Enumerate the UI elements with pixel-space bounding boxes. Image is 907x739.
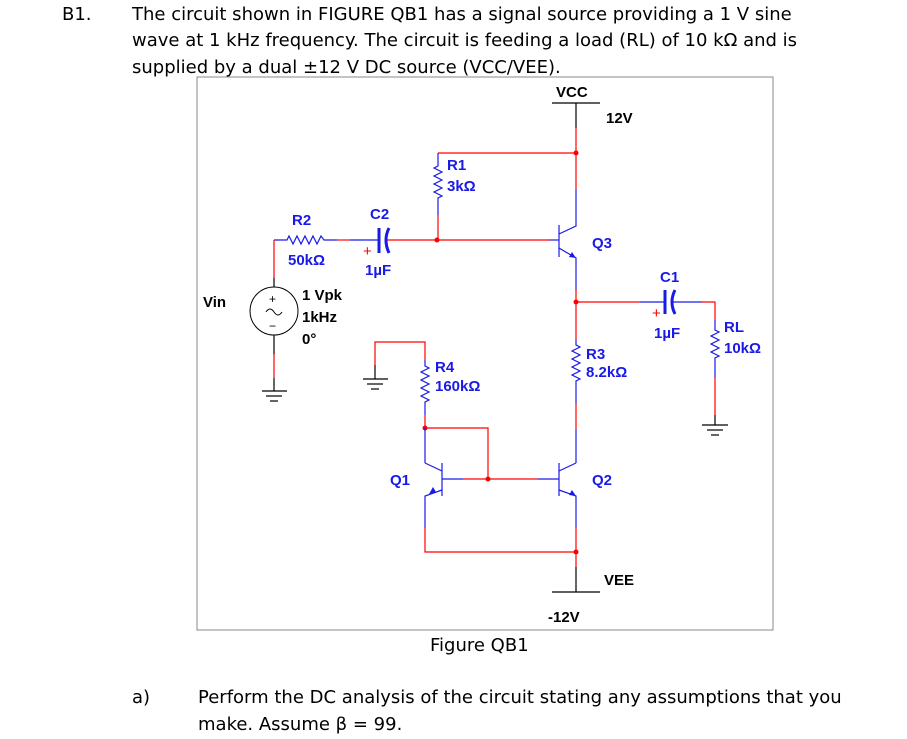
ground-icon xyxy=(363,365,388,390)
svg-text:+: + xyxy=(652,305,661,322)
svg-text:C2: C2 xyxy=(370,206,389,223)
svg-text:+: + xyxy=(269,292,276,306)
svg-text:Q2: Q2 xyxy=(592,472,612,489)
ground-icon xyxy=(262,378,287,402)
svg-text:C1: C1 xyxy=(660,269,679,286)
svg-text:160kΩ: 160kΩ xyxy=(435,378,480,395)
svg-text:1µF: 1µF xyxy=(365,262,391,279)
svg-text:-12V: -12V xyxy=(548,609,580,626)
svg-text:10kΩ: 10kΩ xyxy=(724,340,761,357)
vcc-supply: VCC 12V xyxy=(552,84,633,128)
svg-text:1kHz: 1kHz xyxy=(302,309,337,326)
svg-text:8.2kΩ: 8.2kΩ xyxy=(586,364,627,381)
question-line-3: supplied by a dual ±12 V DC source (VCC/… xyxy=(132,57,561,78)
svg-text:3kΩ: 3kΩ xyxy=(447,178,476,195)
svg-text:VCC: VCC xyxy=(556,84,588,101)
resistor-r3: R3 8.2kΩ xyxy=(570,340,627,403)
resistor-rl: RL 10kΩ xyxy=(709,319,761,378)
figure-frame xyxy=(196,76,774,631)
vee-supply: VEE -12V xyxy=(548,567,634,626)
capacitor-c2: C2 + 1µF xyxy=(350,206,391,279)
svg-text:R2: R2 xyxy=(292,212,311,229)
figure-caption: Figure QB1 xyxy=(430,635,529,656)
svg-text:RL: RL xyxy=(724,319,744,336)
svg-text:−: − xyxy=(269,319,276,333)
transistor-q2: Q2 xyxy=(558,462,612,528)
transistor-q3: Q3 xyxy=(558,190,612,290)
svg-text:+: + xyxy=(363,243,372,260)
transistor-q1: Q1 xyxy=(390,462,443,528)
part-a-line-1: Perform the DC analysis of the circuit s… xyxy=(198,687,842,708)
question-line-2: wave at 1 kHz frequency. The circuit is … xyxy=(132,30,798,51)
ground-icon xyxy=(702,415,728,436)
svg-text:R1: R1 xyxy=(447,157,466,174)
svg-text:Q3: Q3 xyxy=(592,235,612,252)
svg-text:R4: R4 xyxy=(435,359,455,376)
ac-source-vin: + − Vin 1 Vpk 1kHz 0° xyxy=(203,286,343,348)
question-line-1: The circuit shown in FIGURE QB1 has a si… xyxy=(132,4,792,25)
capacitor-c1: C1 + 1µF xyxy=(640,269,702,342)
svg-text:1 Vpk: 1 Vpk xyxy=(302,287,343,304)
svg-text:12V: 12V xyxy=(606,110,633,127)
part-a-label: a) xyxy=(132,687,151,708)
svg-text:R3: R3 xyxy=(586,346,605,363)
svg-text:1µF: 1µF xyxy=(654,325,680,342)
svg-text:0°: 0° xyxy=(302,331,316,348)
resistor-r2: R2 50kΩ xyxy=(274,212,337,269)
svg-text:Q1: Q1 xyxy=(390,472,410,489)
resistor-r1: R1 3kΩ xyxy=(432,153,476,215)
resistor-r4: R4 160kΩ xyxy=(419,359,480,415)
svg-text:VEE: VEE xyxy=(604,572,634,589)
svg-text:Vin: Vin xyxy=(203,294,226,311)
svg-text:50kΩ: 50kΩ xyxy=(288,252,325,269)
part-a-line-2: make. Assume β = 99. xyxy=(198,714,403,735)
question-number: B1. xyxy=(62,4,92,25)
